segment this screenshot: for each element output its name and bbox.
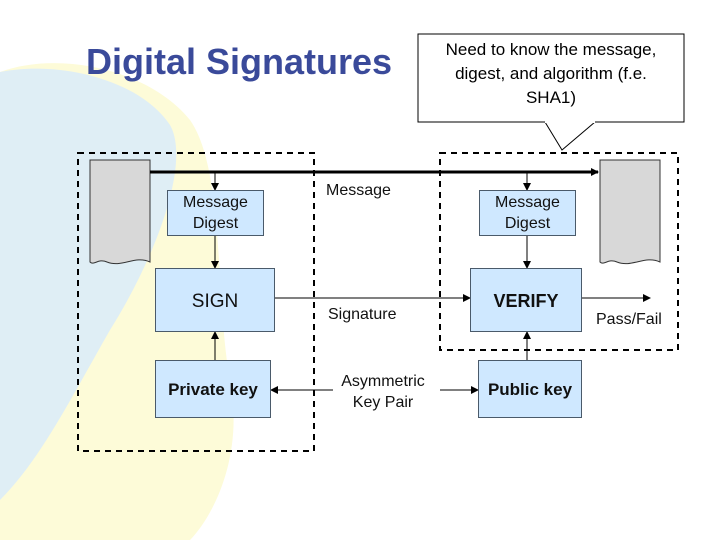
signature-label: Signature <box>328 306 397 323</box>
pass-fail-label: Pass/Fail <box>596 311 662 328</box>
sender-dashed-group <box>77 152 315 452</box>
public-key-box: Public key <box>478 360 582 418</box>
callout-pointer <box>544 121 596 151</box>
sender-document-icon <box>89 159 151 265</box>
callout-box <box>417 33 685 123</box>
callout-text: Need to know the message, digest, and al… <box>445 40 657 107</box>
message-label: Message <box>326 182 391 199</box>
private-key-box: Private key <box>155 360 271 418</box>
sign-box: SIGN <box>155 268 275 332</box>
key-pair-label: Asymmetric Key Pair <box>341 373 425 411</box>
receiver-dashed-group <box>439 152 679 351</box>
slide-title: Digital Signatures <box>86 41 393 82</box>
verify-box: VERIFY <box>470 268 582 332</box>
receiver-document-icon <box>599 159 661 265</box>
